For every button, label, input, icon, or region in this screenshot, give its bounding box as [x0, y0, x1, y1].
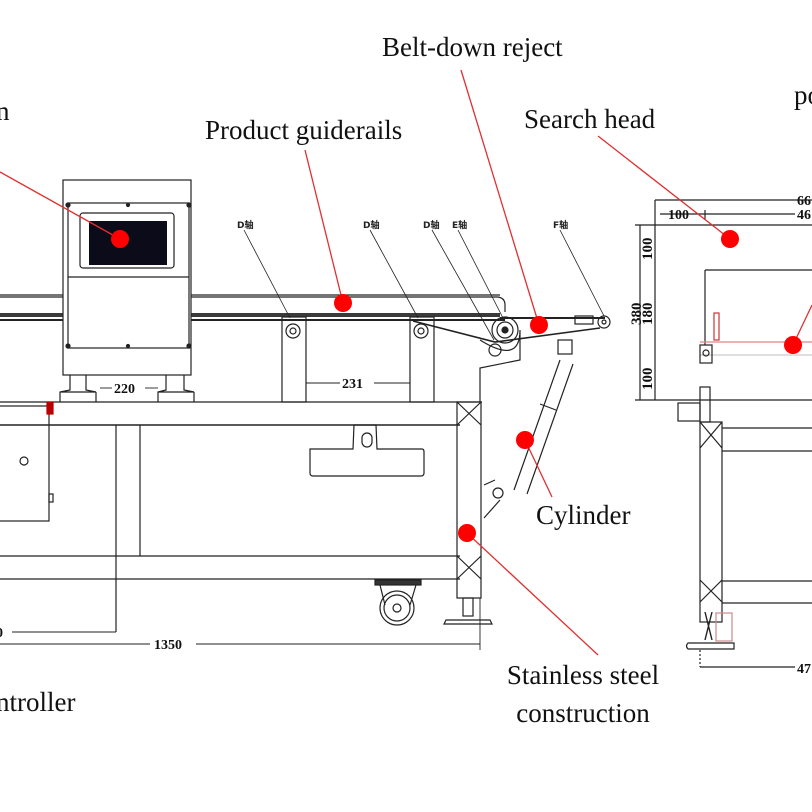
dim-inner-span: 231 [342, 377, 363, 392]
marker-display [111, 230, 129, 248]
callout-leaders [0, 69, 812, 656]
dim-end-height-mid: 180 [640, 303, 656, 326]
callout-cylinder: Cylinder [536, 500, 631, 530]
dim-overall-length: 1350 [154, 638, 182, 653]
axis-label: D轴 [423, 219, 439, 231]
marker-end-view [784, 336, 802, 354]
callout-stainless-steel: Stainless steel construction [506, 660, 660, 728]
controller-box [0, 405, 50, 522]
dim-end-top-left: 100 [668, 208, 689, 223]
callout-belt-down-reject: Belt-down reject [382, 32, 563, 62]
axis-label: D轴 [363, 219, 379, 231]
stainless-frame [0, 401, 493, 632]
marker-search-head [721, 230, 739, 248]
dim-end-top-2: 46 [797, 208, 811, 223]
end-view [635, 199, 812, 668]
callout-markers [111, 230, 802, 542]
dim-end-height-total: 380 [629, 303, 645, 326]
marker-guiderails [334, 294, 352, 312]
dim-foot-spacing: 220 [114, 382, 135, 397]
callout-search-head: Search head [524, 104, 656, 134]
side-dimensions [0, 382, 481, 650]
search-head-unit [59, 179, 195, 402]
dimension-labels: 220 231 1350 0 66 46 100 47 100 380 180 … [0, 194, 811, 677]
marker-frame [458, 524, 476, 542]
axis-label: D轴 [237, 219, 253, 231]
callout-product-guiderails: Product guiderails [205, 115, 403, 145]
marker-reject [530, 316, 548, 334]
dim-end-height-top: 100 [640, 238, 656, 261]
dim-end-top-1: 66 [797, 194, 811, 209]
axis-label: F轴 [553, 219, 568, 231]
axis-leaders [243, 229, 605, 341]
marker-cylinder [516, 431, 534, 449]
dim-end-base: 47 [797, 662, 811, 677]
axis-labels: D轴 D轴 D轴 E轴 F轴 [237, 219, 568, 231]
callout-controller: ntroller [0, 687, 76, 717]
axis-label: E轴 [452, 219, 467, 231]
callout-display-label: n [0, 96, 10, 126]
dim-end-height-bottom: 100 [640, 368, 656, 391]
callout-cut-right: po [794, 80, 812, 110]
dim-left-offset: 0 [0, 626, 3, 641]
reject-cylinder [483, 339, 574, 519]
